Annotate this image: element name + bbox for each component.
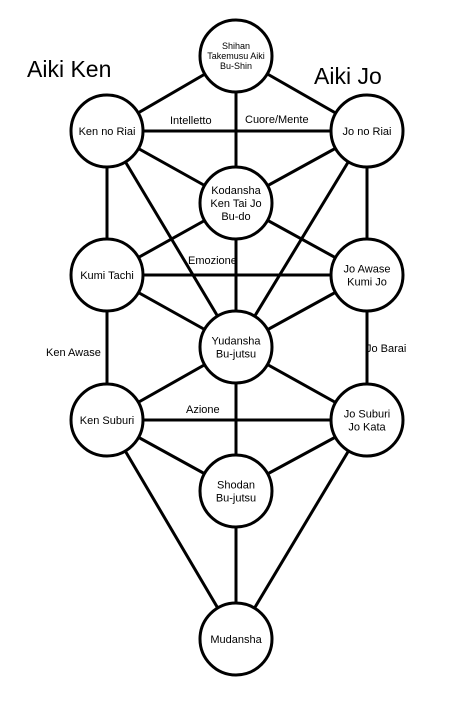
node-label: Bu-Shin	[220, 61, 252, 71]
node-label: Kodansha	[211, 185, 261, 197]
edge-label-jo-barai: Jo Barai	[366, 343, 406, 355]
node-circle	[329, 93, 405, 169]
node-circle	[198, 601, 274, 677]
node-circle	[198, 453, 274, 529]
node-label: Mudansha	[210, 634, 262, 646]
node-circle	[69, 93, 145, 169]
node-label: Kumi Jo	[347, 277, 387, 289]
node-mudansha: Mudansha	[198, 601, 274, 677]
node-kensuburi: Ken Suburi	[69, 382, 145, 458]
edge-kensuburi-mudansha	[105, 419, 238, 640]
node-circle	[198, 18, 274, 94]
node-label: Yudansha	[212, 336, 262, 348]
node-kumitachi: Kumi Tachi	[69, 237, 145, 313]
node-circle	[329, 237, 405, 313]
node-label: Ken Tai Jo	[210, 198, 261, 210]
title-aiki-ken: Aiki Ken	[27, 56, 111, 82]
edge-label-azione: Azione	[186, 404, 220, 416]
node-circle	[69, 382, 145, 458]
node-label: Ken Suburi	[80, 415, 134, 427]
node-label: Ken no Riai	[79, 126, 136, 138]
node-jonoriai: Jo no Riai	[329, 93, 405, 169]
node-circle	[69, 237, 145, 313]
node-label: Jo Kata	[348, 422, 386, 434]
node-label: Bu-jutsu	[216, 493, 256, 505]
edge-label-intelletto: Intelletto	[170, 115, 212, 127]
node-label: Bu-jutsu	[216, 349, 256, 361]
node-label: Bu-do	[221, 211, 250, 223]
node-circle	[329, 382, 405, 458]
node-label: Kumi Tachi	[80, 270, 134, 282]
node-label: Jo Suburi	[344, 409, 390, 421]
edge-josuburi-mudansha	[234, 419, 369, 640]
node-label: Shodan	[217, 480, 255, 492]
node-label: Jo no Riai	[343, 126, 392, 138]
node-kennoriai: Ken no Riai	[69, 93, 145, 169]
node-circle	[198, 165, 274, 241]
edge-labels: Intelletto Cuore/Mente Emozione Ken Awas…	[46, 114, 406, 416]
edge-label-ken-awase: Ken Awase	[46, 347, 101, 359]
node-label: Shihan	[222, 41, 250, 51]
edge-label-cuore-mente: Cuore/Mente	[245, 114, 309, 126]
node-label: Takemusu Aiki	[207, 51, 265, 61]
title-aiki-jo: Aiki Jo	[314, 63, 382, 89]
edge-label-emozione: Emozione	[188, 255, 237, 267]
node-circle	[198, 309, 274, 385]
node-label: Jo Awase	[344, 264, 391, 276]
